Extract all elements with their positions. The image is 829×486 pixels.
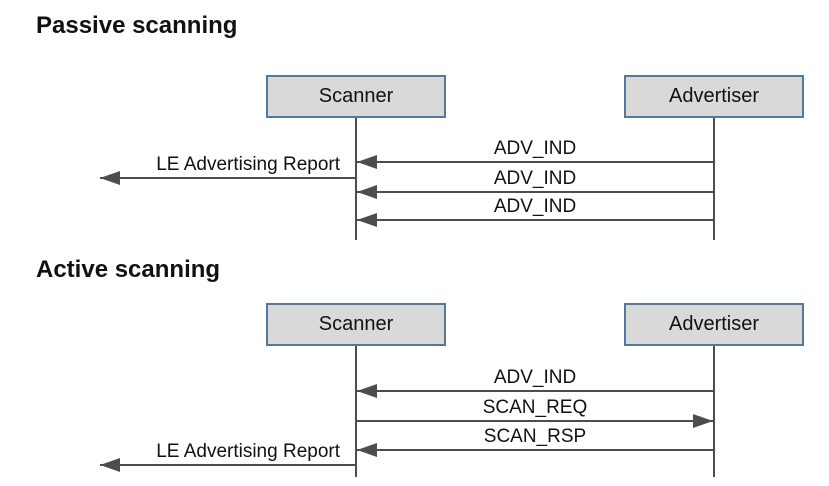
arrowhead-left-icon <box>357 185 377 199</box>
message-label: LE Advertising Report <box>156 441 340 462</box>
message-label: ADV_IND <box>493 168 577 189</box>
message-label: SCAN_RSP <box>483 426 587 447</box>
lifeline-scanner <box>355 346 357 477</box>
message-label: SCAN_REQ <box>482 397 588 418</box>
arrowhead-left-icon <box>357 384 377 398</box>
arrowhead-left-icon <box>357 213 377 227</box>
arrowhead-left-icon <box>100 458 120 472</box>
section-title-active: Active scanning <box>36 256 221 283</box>
arrowhead-left-icon <box>100 171 120 185</box>
message-line <box>356 390 714 392</box>
lifeline-scanner <box>355 118 357 240</box>
actor-box-scanner: Scanner <box>266 75 446 118</box>
message-line <box>100 177 356 179</box>
actor-box-advertiser: Advertiser <box>624 303 804 346</box>
message-line <box>356 420 714 422</box>
arrowhead-right-icon <box>693 414 713 428</box>
actor-label-scanner: Scanner <box>318 85 394 107</box>
message-label: ADV_IND <box>493 367 577 388</box>
actor-box-scanner: Scanner <box>266 303 446 346</box>
message-line <box>356 219 714 221</box>
actor-label-scanner: Scanner <box>318 313 394 335</box>
lifeline-advertiser <box>713 118 715 240</box>
section-title-passive: Passive scanning <box>36 12 238 39</box>
actor-label-advertiser: Advertiser <box>668 313 760 335</box>
message-line <box>356 191 714 193</box>
message-label: LE Advertising Report <box>156 154 340 175</box>
message-line <box>356 161 714 163</box>
arrowhead-left-icon <box>357 155 377 169</box>
arrowhead-left-icon <box>357 443 377 457</box>
message-line <box>100 464 356 466</box>
message-label: ADV_IND <box>493 138 577 159</box>
actor-box-advertiser: Advertiser <box>624 75 804 118</box>
lifeline-advertiser <box>713 346 715 477</box>
actor-label-advertiser: Advertiser <box>668 85 760 107</box>
message-label: ADV_IND <box>493 196 577 217</box>
message-line <box>356 449 714 451</box>
